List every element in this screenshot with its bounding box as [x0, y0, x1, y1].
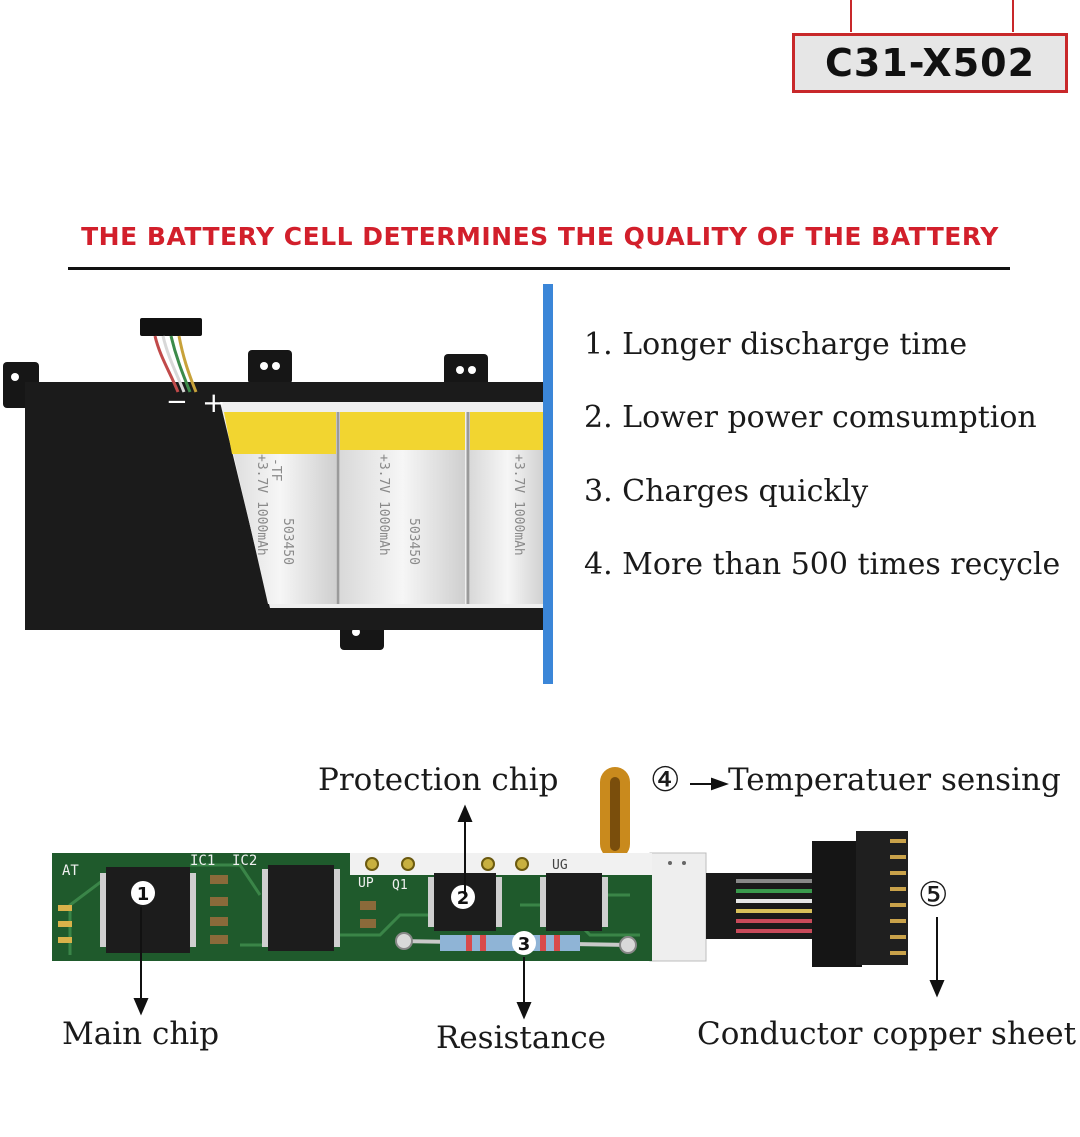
battery-connector: [140, 318, 202, 336]
silkscreen-label: Q1: [392, 878, 408, 893]
cell-print: -TF: [268, 458, 283, 482]
cable-connector: [812, 841, 862, 967]
marker-3: 3: [518, 934, 531, 955]
feature-item: 2. Lower power comsumption: [584, 400, 1037, 435]
headline: THE BATTERY CELL DETERMINES THE QUALITY …: [81, 222, 999, 251]
cell-print: 503450: [406, 518, 421, 565]
callout-protection-chip: Protection chip: [318, 762, 559, 798]
image-divider: [543, 284, 553, 684]
cell-print: 503450: [280, 518, 295, 565]
feature-item: 1. Longer discharge time: [584, 327, 968, 362]
feature-item: 4. More than 500 times recycle: [584, 547, 1061, 582]
pcb-end-plate: [649, 852, 707, 962]
callout-temperature-sensing: Temperatuer sensing: [728, 762, 1061, 798]
callout-resistance: Resistance: [436, 1020, 607, 1056]
silkscreen-label: AT: [62, 863, 79, 879]
battery-cell: [224, 412, 545, 604]
cell-print: +3.7V 1000mAh: [511, 454, 526, 556]
silkscreen-label: IC1: [190, 853, 215, 869]
terminal-plus: +: [202, 386, 225, 419]
ic2-component: [262, 865, 340, 951]
model-tag: C31-X502: [792, 33, 1068, 93]
model-label: C31-X502: [824, 41, 1036, 85]
headline-rule: [68, 267, 1010, 270]
cell-print: +3.7V 1000mAh: [254, 454, 269, 556]
cell-print: +3.7V 1000mAh: [376, 454, 391, 556]
silkscreen-label: UG: [552, 858, 568, 873]
temperature-probe: [600, 767, 630, 859]
callout-connector-number: ⑤: [918, 875, 949, 915]
pcb-diagram: AT IC1 IC2 UP Q1 UG 1: [52, 767, 945, 1020]
marker-1: 1: [137, 884, 150, 905]
feature-item: 3. Charges quickly: [584, 474, 869, 509]
callout-temperature-number: ④: [650, 760, 681, 800]
terminal-minus: −: [166, 387, 188, 417]
model-tag-tick-left: [850, 0, 852, 32]
battery-illustration: +3.7V 1000mAh 503450 +3.7V 1000mAh 50345…: [3, 284, 553, 684]
main-chip-component: [100, 867, 196, 953]
connector-cable: [706, 831, 908, 967]
marker-2: 2: [457, 888, 470, 909]
callout-main-chip: Main chip: [62, 1016, 220, 1052]
callout-conductor-copper-sheet: Conductor copper sheet: [697, 1016, 1077, 1052]
silkscreen-label: UP: [358, 876, 374, 891]
silkscreen-label: IC2: [232, 853, 257, 869]
pcb-marker: 1 2 3: [131, 881, 536, 955]
model-tag-tick-right: [1012, 0, 1014, 32]
